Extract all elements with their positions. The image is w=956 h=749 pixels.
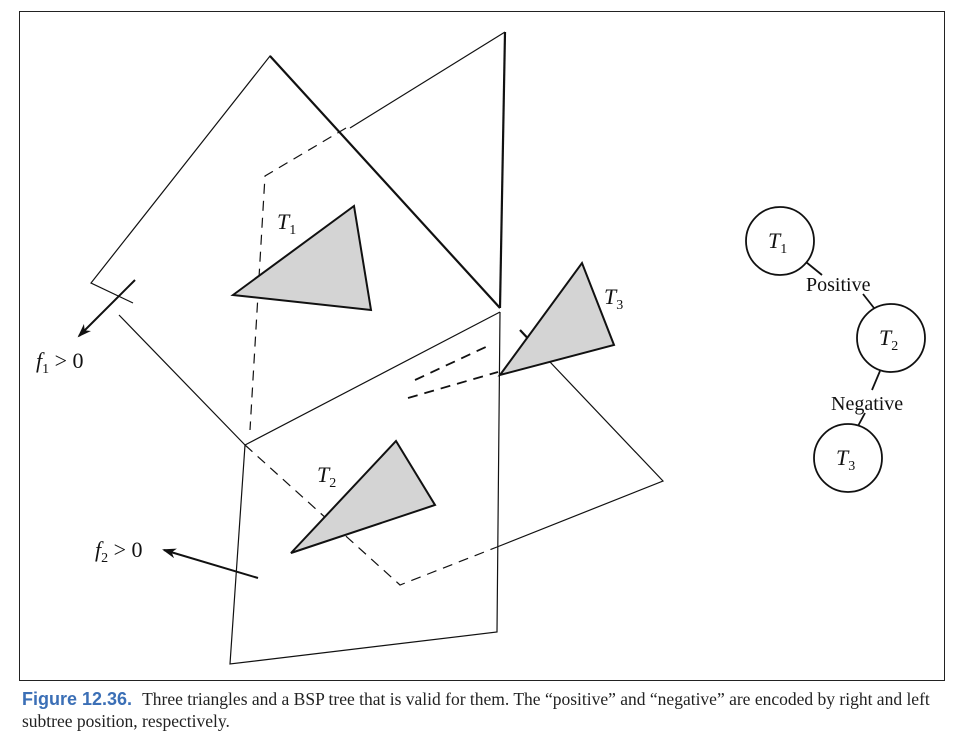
triangle-t1 <box>230 204 373 312</box>
plane-t3 <box>249 31 507 431</box>
tree-node-negative-label: T3 <box>836 445 855 474</box>
triangle-t2 <box>290 439 437 554</box>
tree-node-root-label: T1 <box>768 228 787 257</box>
normal-arrow-f2 <box>162 548 259 579</box>
hidden-edges-t3 <box>407 344 499 399</box>
caption-text: Three triangles and a BSP tree that is v… <box>22 689 930 731</box>
tree-node-positive-child <box>856 303 926 373</box>
label-f2: f2 > 0 <box>95 537 143 566</box>
tree-edge-label-positive: Positive <box>806 274 871 296</box>
figure-caption: Figure 12.36.Three triangles and a BSP t… <box>22 688 942 732</box>
label-t3: T3 <box>604 284 623 313</box>
tree-edge-negative <box>857 412 866 427</box>
normal-arrow-f1 <box>77 279 136 338</box>
caption-label: Figure 12.36. <box>22 689 133 709</box>
tree-edge-negative <box>871 370 881 391</box>
triangle-t3 <box>497 260 616 377</box>
label-t1: T1 <box>277 209 296 238</box>
label-f1: f1 > 0 <box>36 348 84 377</box>
tree-edge-positive <box>805 261 823 276</box>
label-t2: T2 <box>317 462 336 491</box>
tree-node-positive-label: T2 <box>879 325 898 354</box>
tree-edge-positive <box>862 293 875 309</box>
bsp-tree: T1 T2 T3 Positive Negative <box>745 206 926 493</box>
tree-node-negative-child <box>813 423 883 493</box>
tree-edge-label-negative: Negative <box>831 393 903 415</box>
tree-node-root <box>745 206 815 276</box>
figure-frame <box>19 11 945 681</box>
